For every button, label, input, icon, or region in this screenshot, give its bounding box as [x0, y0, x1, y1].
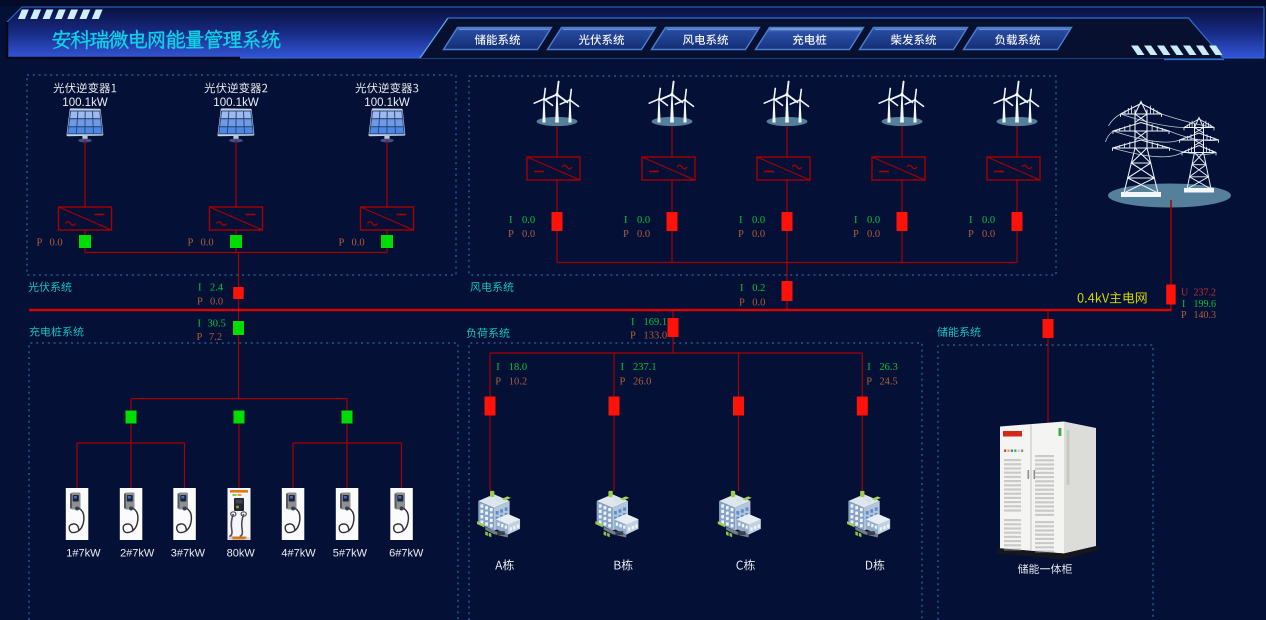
svg-text:2.4: 2.4	[210, 282, 224, 293]
svg-text:100.1kW: 100.1kW	[364, 97, 410, 109]
svg-text:P: P	[630, 330, 636, 341]
svg-text:3#7kW: 3#7kW	[171, 548, 206, 560]
svg-text:140.3: 140.3	[1194, 310, 1217, 321]
svg-text:18.0: 18.0	[509, 362, 527, 373]
svg-text:P: P	[495, 376, 501, 387]
svg-text:I: I	[509, 215, 513, 226]
svg-text:P: P	[739, 297, 745, 308]
svg-text:I: I	[621, 362, 625, 373]
svg-text:6#7kW: 6#7kW	[389, 548, 424, 560]
svg-text:133.0: 133.0	[644, 330, 668, 341]
svg-text:100.1kW: 100.1kW	[62, 97, 108, 109]
svg-text:0.0: 0.0	[752, 229, 765, 240]
svg-text:I: I	[739, 215, 743, 226]
svg-text:I: I	[969, 215, 973, 226]
svg-text:0.0: 0.0	[522, 229, 535, 240]
svg-text:P: P	[37, 238, 43, 249]
svg-text:0.2: 0.2	[752, 283, 765, 294]
svg-text:0.0: 0.0	[637, 215, 650, 226]
svg-text:169.1: 169.1	[644, 317, 668, 328]
svg-text:I: I	[867, 362, 871, 373]
svg-text:I: I	[631, 317, 635, 328]
svg-text:P: P	[197, 297, 203, 308]
svg-text:P: P	[968, 229, 974, 240]
svg-text:0.0: 0.0	[867, 229, 880, 240]
svg-text:10.2: 10.2	[509, 376, 527, 387]
svg-text:P: P	[339, 238, 345, 249]
svg-text:24.5: 24.5	[879, 376, 897, 387]
svg-text:237.2: 237.2	[1194, 288, 1217, 299]
svg-text:1#7kW: 1#7kW	[66, 548, 101, 560]
svg-text:100.1kW: 100.1kW	[213, 97, 259, 109]
svg-text:26.0: 26.0	[633, 376, 651, 387]
svg-text:2#7kW: 2#7kW	[120, 548, 155, 560]
svg-text:237.1: 237.1	[633, 362, 657, 373]
svg-text:0.0: 0.0	[201, 238, 214, 249]
svg-text:I: I	[740, 283, 744, 294]
svg-text:P: P	[853, 229, 859, 240]
svg-text:199.6: 199.6	[1194, 299, 1217, 310]
svg-text:4#7kW: 4#7kW	[281, 548, 316, 560]
svg-text:0.0: 0.0	[752, 297, 765, 308]
svg-text:U: U	[1181, 288, 1189, 299]
svg-text:0.0: 0.0	[522, 215, 535, 226]
svg-text:26.3: 26.3	[879, 362, 897, 373]
svg-text:P: P	[620, 376, 626, 387]
svg-text:0.0: 0.0	[50, 238, 63, 249]
svg-text:80kW: 80kW	[227, 548, 256, 560]
svg-text:I: I	[854, 215, 858, 226]
svg-text:I: I	[624, 215, 628, 226]
svg-text:0.0: 0.0	[637, 229, 650, 240]
svg-text:0.0: 0.0	[982, 229, 995, 240]
svg-text:0.0: 0.0	[867, 215, 880, 226]
svg-text:P: P	[508, 229, 514, 240]
svg-text:P: P	[738, 229, 744, 240]
svg-text:0.0: 0.0	[352, 238, 365, 249]
svg-text:7.2: 7.2	[209, 332, 222, 343]
svg-text:P: P	[197, 332, 203, 343]
svg-text:0.0: 0.0	[752, 215, 765, 226]
svg-text:5#7kW: 5#7kW	[333, 548, 368, 560]
svg-text:I: I	[198, 319, 202, 330]
svg-text:P: P	[188, 238, 194, 249]
svg-text:P: P	[623, 229, 629, 240]
svg-text:P: P	[1181, 310, 1187, 321]
svg-text:0.0: 0.0	[982, 215, 995, 226]
svg-text:I: I	[1182, 299, 1185, 310]
svg-text:P: P	[866, 376, 872, 387]
svg-text:I: I	[198, 282, 202, 293]
svg-text:0.0: 0.0	[210, 297, 223, 308]
svg-text:I: I	[496, 362, 500, 373]
svg-text:30.5: 30.5	[208, 319, 226, 330]
